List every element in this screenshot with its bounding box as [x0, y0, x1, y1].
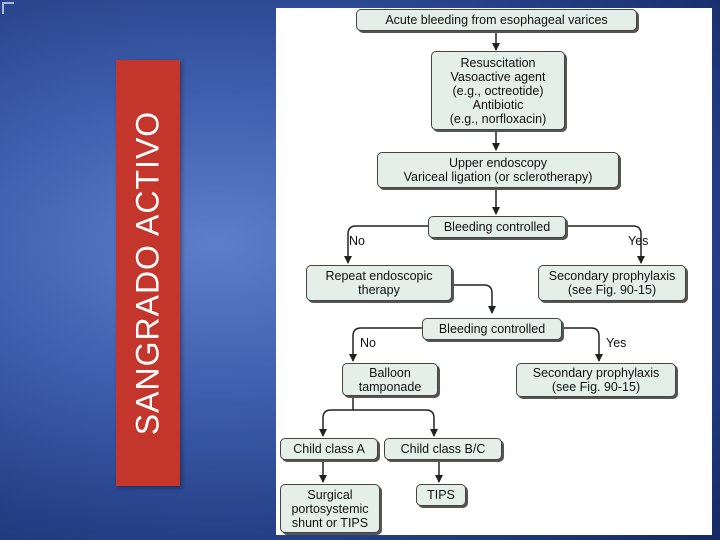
- edge-split-child-a: [319, 409, 353, 437]
- edge-repeat-to-bleeding2: [422, 284, 496, 314]
- edge-bleeding2-no: [349, 327, 422, 362]
- node-secondary-prophylaxis-1: Secondary prophylaxis (see Fig. 90-15): [538, 265, 686, 301]
- node-repeat-endoscopic: Repeat endoscopic therapy: [306, 265, 452, 301]
- edge-split-child-bc: [353, 409, 438, 437]
- label-yes-1: Yes: [628, 234, 649, 248]
- edge-bleeding1-yes: [566, 225, 645, 264]
- node-child-class-bc: Child class B/C: [384, 438, 502, 460]
- node-acute-bleeding: Acute bleeding from esophageal varices: [356, 9, 637, 31]
- label-no-2: No: [360, 336, 376, 350]
- node-tips: TIPS: [416, 484, 466, 506]
- flowchart-connectors: [319, 31, 645, 483]
- side-banner: SANGRADO ACTIVO: [116, 60, 180, 486]
- label-yes-2: Yes: [606, 336, 627, 350]
- node-resuscitation: Resuscitation Vasoactive agent (e.g., oc…: [431, 51, 565, 130]
- node-bleeding-controlled-2: Bleeding controlled: [422, 318, 562, 340]
- node-child-class-a: Child class A: [280, 438, 378, 460]
- node-surgical-shunt: Surgical portosystemic shunt or TIPS: [280, 484, 380, 533]
- node-secondary-prophylaxis-2: Secondary prophylaxis (see Fig. 90-15): [516, 363, 676, 397]
- label-no-1: No: [349, 234, 365, 248]
- slide-title: SANGRADO ACTIVO: [129, 110, 166, 436]
- node-bleeding-controlled-1: Bleeding controlled: [428, 216, 566, 238]
- corner-mark: [2, 2, 14, 14]
- edge-bleeding2-yes: [562, 327, 603, 362]
- node-balloon-tamponade: Balloon tamponade: [342, 363, 438, 396]
- flowchart-panel: Acute bleeding from esophageal varices R…: [276, 8, 712, 535]
- edge-bleeding1-no: [344, 225, 428, 264]
- node-upper-endoscopy: Upper endoscopy Variceal ligation (or sc…: [377, 152, 619, 188]
